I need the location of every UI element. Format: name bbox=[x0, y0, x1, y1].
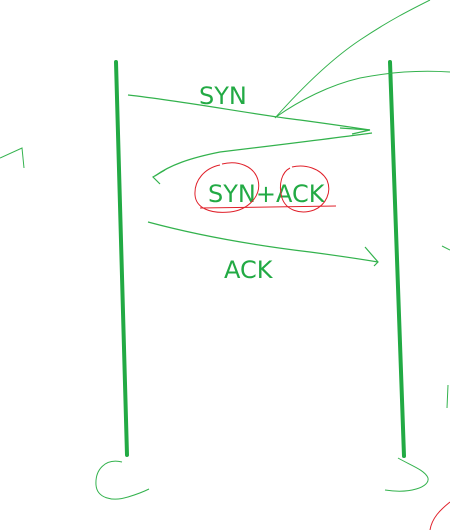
sketch-stroke-top-right bbox=[274, 0, 431, 119]
ack-circle-annotation bbox=[279, 165, 330, 213]
syn-label: SYN bbox=[199, 82, 247, 110]
sketch-stroke-top-right-2 bbox=[275, 70, 450, 118]
syn-ack-arrowhead bbox=[152, 169, 166, 185]
corner-annotation bbox=[429, 501, 450, 530]
syn-circle-annotation bbox=[194, 162, 260, 213]
syn-ack-label: SYN+ACK bbox=[208, 180, 326, 208]
syn-ack-underline-annotation bbox=[199, 205, 337, 209]
sketch-stroke-right-small bbox=[446, 384, 449, 409]
ack-label: ACK bbox=[224, 256, 274, 284]
sketch-stroke-bottom-left bbox=[95, 460, 150, 500]
sketch-stroke-bottom-right bbox=[384, 457, 429, 492]
sketch-stroke-right-edge bbox=[441, 245, 450, 251]
sketch-stroke-left-edge bbox=[0, 147, 25, 169]
client-lifeline bbox=[114, 60, 129, 457]
server-lifeline bbox=[388, 60, 406, 458]
syn-arrowhead bbox=[339, 127, 371, 135]
ack-arrow bbox=[147, 221, 379, 263]
syn-ack-arrow bbox=[154, 132, 373, 177]
ack-arrowhead bbox=[364, 246, 379, 267]
syn-arrow bbox=[127, 94, 371, 131]
